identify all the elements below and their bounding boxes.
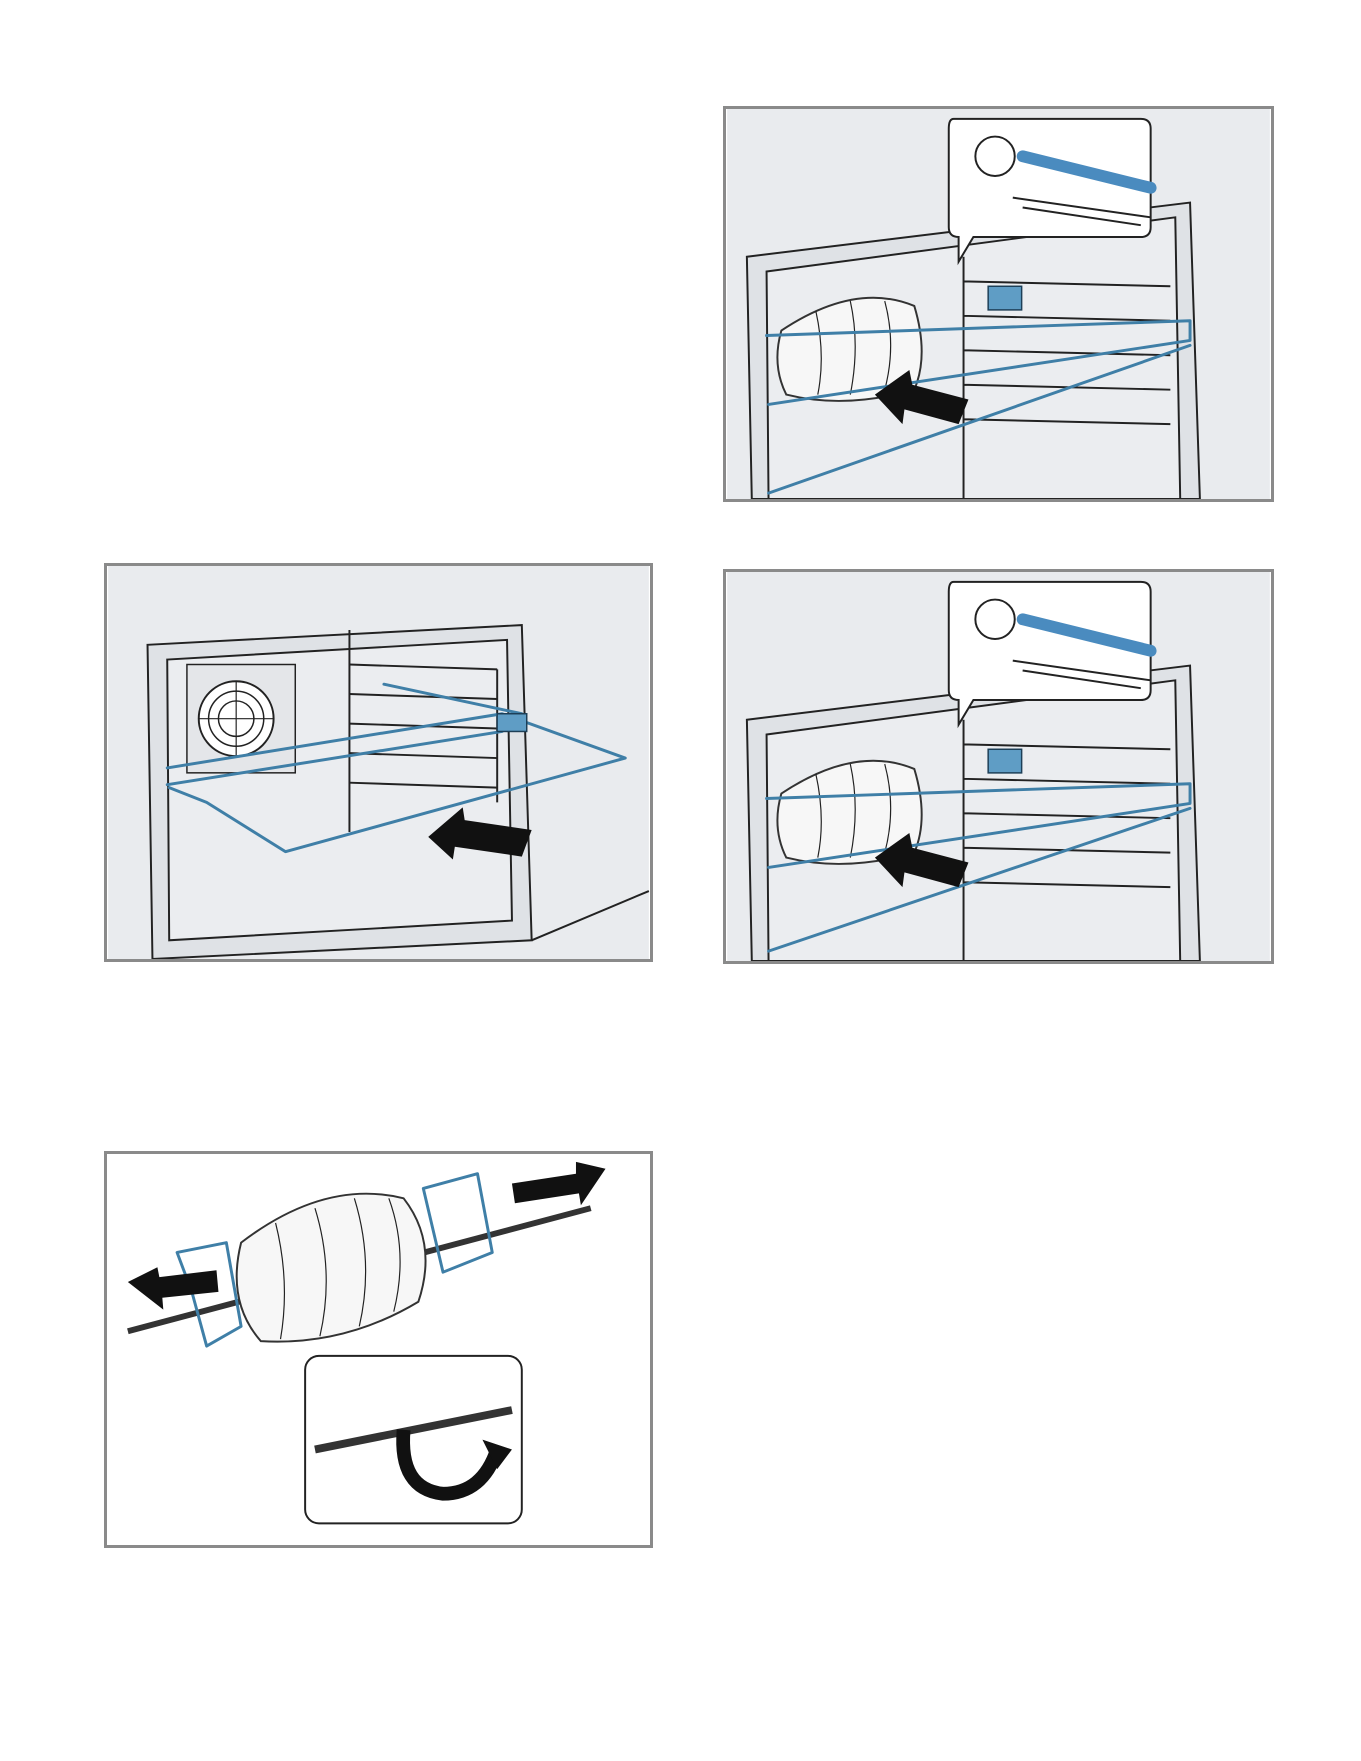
oven-cavity-icon <box>726 109 1271 499</box>
drive-socket-icon <box>988 286 1021 310</box>
figure-insert-rotisserie-frame <box>104 563 653 962</box>
figure-secure-roast-on-spit <box>104 1151 653 1548</box>
oven-cavity-icon <box>726 572 1271 961</box>
figure-engage-spit-drive-1 <box>723 106 1274 502</box>
drive-socket-icon <box>988 749 1021 773</box>
spit-icon <box>107 1154 650 1545</box>
figure-engage-spit-drive-2 <box>723 569 1274 964</box>
oven-cavity-icon <box>107 566 650 959</box>
